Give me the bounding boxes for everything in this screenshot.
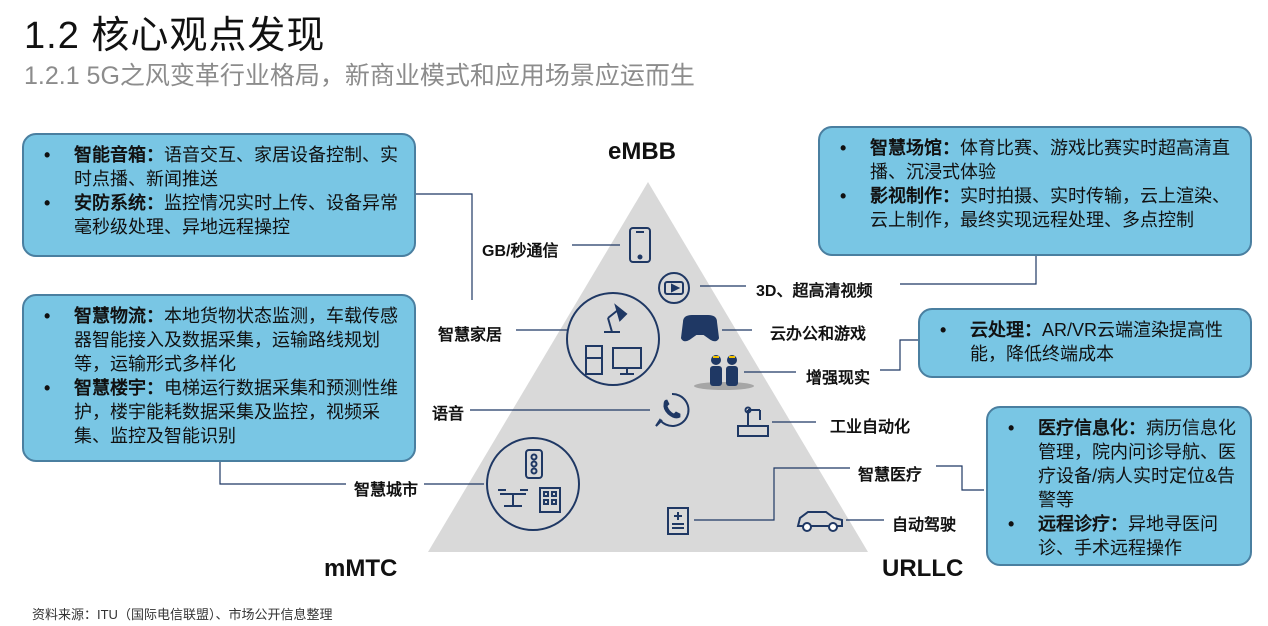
building-icon (539, 487, 561, 513)
connector-cloud-box (880, 339, 918, 371)
label-gbps: GB/秒通信 (482, 243, 559, 260)
fridge-icon (585, 345, 603, 375)
box-medical: 医疗信息化：病历信息化管理，院内问诊导航、医疗设备/病人实时定位&告警等 远程诊… (986, 406, 1252, 566)
traffic-light-icon (525, 449, 543, 479)
list-item: 智慧楼宇：电梯运行数据采集和预测性维护，楼宇能耗数据采集及监控，视频采集、监控及… (44, 376, 400, 448)
list-item: 智慧物流：本地货物状态监测，车载传感器智能接入及数据采集，运输路线规划等，运输形… (44, 304, 400, 376)
label-auto-drive: 自动驾驶 (892, 517, 957, 534)
box-cloud: 云处理：AR/VR云端渲染提高性能，降低终端成本 (918, 308, 1252, 378)
chat-phone-icon (655, 392, 690, 427)
drone-icon (498, 489, 528, 507)
vertex-mmtc: mMTC (324, 555, 398, 582)
page-title: 1.2 核心观点发现 (24, 15, 326, 57)
connector-medical-box (936, 465, 984, 491)
phone-icon (629, 227, 651, 263)
box-logistics: 智慧物流：本地货物状态监测，车载传感器智能接入及数据采集，运输路线规划等，运输形… (22, 294, 416, 462)
people-ar-icon (694, 355, 754, 390)
medical-record-icon (667, 507, 689, 535)
gamepad-icon (680, 315, 720, 342)
video-icon (658, 272, 690, 304)
label-smart-city: 智慧城市 (354, 482, 419, 499)
connector-home-box (416, 193, 473, 300)
tv-icon (612, 347, 642, 375)
label-voice: 语音 (432, 406, 465, 423)
label-industrial: 工业自动化 (830, 419, 911, 436)
list-item: 影视制作：实时拍摄、实时传输，云上渲染、云上制作，最终实现远程处理、多点控制 (840, 184, 1236, 232)
connector-logistics-box (219, 462, 346, 485)
page-subtitle: 1.2.1 5G之风变革行业格局，新商业模式和应用场景应运而生 (24, 62, 695, 90)
label-video3d: 3D、超高清视频 (756, 283, 873, 300)
box-venue: 智慧场馆：体育比赛、游戏比赛实时超高清直播、沉浸式体验 影视制作：实时拍摄、实时… (818, 126, 1252, 256)
robot-arm-icon (737, 406, 769, 437)
list-item: 安防系统：监控情况实时上传、设备异常毫秒级处理、异地远程操控 (44, 191, 400, 239)
label-cloud-office: 云办公和游戏 (770, 326, 867, 343)
smart-city-circle (486, 437, 580, 531)
label-ar: 增强现实 (806, 370, 871, 387)
lamp-icon (604, 303, 628, 333)
smart-home-circle (566, 292, 660, 386)
list-item: 云处理：AR/VR云端渲染提高性能，降低终端成本 (940, 318, 1236, 366)
list-item: 远程诊疗：异地寻医问诊、手术远程操作 (1008, 512, 1236, 560)
list-item: 医疗信息化：病历信息化管理，院内问诊导航、医疗设备/病人实时定位&告警等 (1008, 416, 1236, 512)
list-item: 智能音箱：语音交互、家居设备控制、实时点播、新闻推送 (44, 143, 400, 191)
label-smart-medical: 智慧医疗 (858, 467, 923, 484)
label-smart-home: 智慧家居 (438, 327, 503, 344)
source-note: 资料来源：ITU（国际电信联盟）、市场公开信息整理 (32, 607, 333, 622)
connector-medical (694, 467, 850, 521)
pyramid-triangle (428, 182, 868, 552)
box-smart-home: 智能音箱：语音交互、家居设备控制、实时点播、新闻推送 安防系统：监控情况实时上传… (22, 133, 416, 257)
connector-video-box (900, 254, 1037, 285)
car-icon (796, 511, 843, 532)
vertex-urllc: URLLC (882, 555, 964, 582)
list-item: 智慧场馆：体育比赛、游戏比赛实时超高清直播、沉浸式体验 (840, 136, 1236, 184)
vertex-embb: eMBB (608, 138, 677, 165)
